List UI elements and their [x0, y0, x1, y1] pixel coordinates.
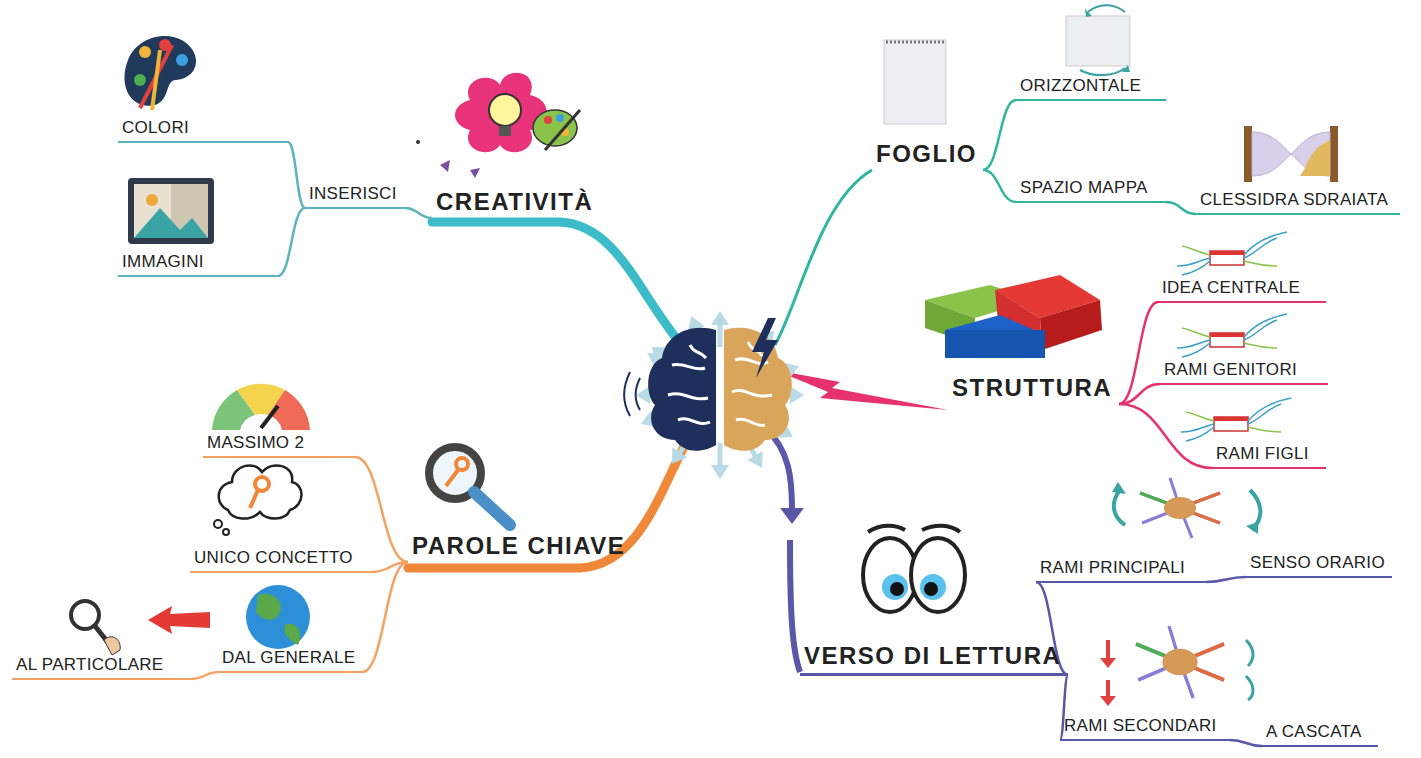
- branch-label: FOGLIO: [876, 140, 977, 167]
- branch-label: A CASCATA: [1266, 722, 1362, 741]
- sub-branch-node: UNICO CONCETTO: [190, 548, 372, 573]
- main-branch-node: STRUTTURA: [948, 374, 1119, 405]
- sub-branch-node: AL PARTICOLARE: [12, 655, 192, 680]
- branch-label: COLORI: [122, 118, 189, 137]
- sub-branch-node: RAMI GENITORI: [1160, 360, 1328, 385]
- branch-connector: [288, 142, 305, 208]
- branch-connector: [1119, 384, 1160, 404]
- branch-label: IDEA CENTRALE: [1162, 278, 1300, 297]
- branch-label: UNICO CONCETTO: [194, 548, 353, 567]
- branch-label: MASSIMO 2: [207, 433, 304, 452]
- branch-connector: [1119, 404, 1212, 468]
- sub-branch-node: RAMI PRINCIPALI: [1036, 558, 1206, 583]
- sub-branch-node: RAMI SECONDARI: [1060, 716, 1230, 741]
- branch-label: CLESSIDRA SDRAIATA: [1200, 190, 1388, 209]
- branch-label: VERSO DI LETTURA: [804, 642, 1061, 669]
- sub-branch-node: ORIZZONTALE: [1016, 76, 1166, 101]
- sub-branch-node: SPAZIO MAPPA: [1016, 178, 1166, 203]
- branch-connector: [1206, 577, 1246, 582]
- sub-branch-node: DAL GENERALE: [218, 648, 362, 673]
- branch-label: RAMI FIGLI: [1216, 444, 1309, 463]
- branch-connector: [362, 562, 408, 672]
- main-branch-node: FOGLIO: [872, 140, 983, 171]
- branch-label: IMMAGINI: [122, 252, 204, 271]
- sub-branch-node: RAMI FIGLI: [1212, 444, 1326, 469]
- branch-connector: [983, 100, 1016, 170]
- main-branch-node: CREATIVITÀ: [432, 188, 602, 219]
- branch-label: RAMI PRINCIPALI: [1040, 558, 1185, 577]
- branch-connector: [1230, 740, 1262, 746]
- branch-label: DAL GENERALE: [222, 648, 355, 667]
- branch-connector: [355, 457, 408, 562]
- branch-label: PAROLE CHIAVE: [412, 532, 625, 559]
- branch-connector: [278, 208, 305, 276]
- sub-branch-node: CLESSIDRA SDRAIATA: [1196, 190, 1400, 215]
- main-branch-node: VERSO DI LETTURA: [800, 642, 1068, 676]
- branch-connector: [983, 170, 1016, 202]
- sub-branch-node: INSERISCI: [305, 184, 405, 209]
- sub-branch-node: COLORI: [118, 118, 288, 143]
- branch-label: INSERISCI: [309, 184, 397, 203]
- branch-label: ORIZZONTALE: [1020, 76, 1141, 95]
- branch-label: RAMI SECONDARI: [1064, 716, 1217, 735]
- branch-label: AL PARTICOLARE: [16, 655, 164, 674]
- branch-label: CREATIVITÀ: [436, 188, 593, 215]
- branch-label: STRUTTURA: [952, 374, 1112, 401]
- branch-label: RAMI GENITORI: [1164, 360, 1297, 379]
- branch-connector: [1166, 202, 1196, 214]
- sub-branch-node: IMMAGINI: [118, 252, 278, 277]
- main-branch-node: PAROLE CHIAVE: [408, 532, 632, 563]
- branch-connector: [1119, 302, 1158, 404]
- sub-branch-node: A CASCATA: [1262, 722, 1378, 747]
- sub-branch-node: IDEA CENTRALE: [1158, 278, 1326, 303]
- branch-connector: [405, 208, 432, 218]
- branch-connector: [192, 672, 218, 679]
- branch-label: SENSO ORARIO: [1250, 553, 1385, 572]
- branch-label: SPAZIO MAPPA: [1020, 178, 1148, 197]
- sub-branch-node: MASSIMO 2: [203, 433, 355, 458]
- sub-branch-node: SENSO ORARIO: [1246, 553, 1392, 578]
